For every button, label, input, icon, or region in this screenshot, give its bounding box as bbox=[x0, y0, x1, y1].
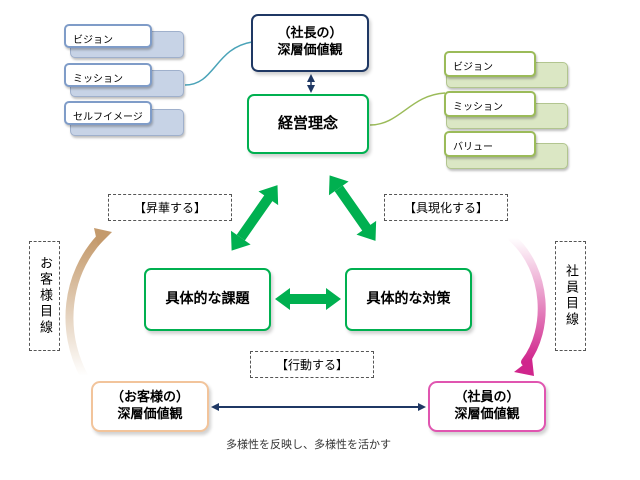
employee-values-node: （社員の） 深層価値観 bbox=[428, 381, 546, 432]
president-values-node: （社長の） 深層価値観 bbox=[251, 14, 369, 72]
right-card-3: バリュー bbox=[444, 131, 536, 157]
left-card-1-label: ビジョン bbox=[73, 35, 113, 46]
concrete-measures-node: 具体的な対策 bbox=[345, 268, 472, 331]
right-card-1: ビジョン bbox=[444, 51, 536, 77]
diversity-caption: 多様性を反映し、多様性を活かす bbox=[226, 438, 391, 451]
right-card-2: ミッション bbox=[444, 91, 536, 117]
management-philosophy-node: 経営理念 bbox=[247, 94, 369, 154]
right-card-2-label: ミッション bbox=[453, 102, 503, 113]
green-arrow-left bbox=[230, 185, 279, 251]
green-arrow-right bbox=[328, 175, 377, 241]
management-philosophy-label: 経営理念 bbox=[277, 114, 338, 133]
customer-values-line2: 深層価値観 bbox=[117, 406, 183, 422]
concrete-issues-node: 具体的な課題 bbox=[144, 268, 271, 331]
left-card-1: ビジョン bbox=[64, 24, 152, 48]
left-cards-connector bbox=[184, 41, 253, 86]
president-values-line1: （社長の） bbox=[277, 26, 343, 42]
right-cards-connector bbox=[369, 92, 446, 126]
left-card-2-label: ミッション bbox=[73, 74, 123, 85]
employee-curve-arrowhead bbox=[514, 358, 534, 376]
employee-view-label: 社員目線 bbox=[555, 241, 586, 351]
employee-values-line2: 深層価値観 bbox=[454, 406, 520, 422]
left-card-3: セルフイメージ bbox=[64, 101, 152, 125]
concrete-issues-label: 具体的な課題 bbox=[165, 291, 250, 308]
act-label: 【行動する】 bbox=[250, 351, 374, 378]
left-card-3-label: セルフイメージ bbox=[73, 112, 143, 123]
customer-curve-arrow bbox=[65, 234, 104, 380]
sublimate-label: 【昇華する】 bbox=[108, 194, 232, 221]
customer-curve-arrowhead bbox=[94, 228, 112, 246]
concrete-measures-label: 具体的な対策 bbox=[366, 291, 451, 308]
green-arrow-middle bbox=[275, 288, 341, 310]
right-card-3-label: バリュー bbox=[453, 142, 493, 153]
right-card-1-label: ビジョン bbox=[453, 62, 493, 73]
embody-label: 【具現化する】 bbox=[384, 194, 508, 221]
customer-values-node: （お客様の） 深層価値観 bbox=[91, 381, 209, 432]
employee-curve-arrow bbox=[508, 234, 546, 366]
employee-values-line1: （社員の） bbox=[454, 389, 520, 405]
customer-view-label: お客様目線 bbox=[29, 241, 60, 351]
left-card-2: ミッション bbox=[64, 63, 152, 87]
customer-values-line1: （お客様の） bbox=[110, 389, 189, 405]
president-values-line2: 深層価値観 bbox=[277, 43, 343, 58]
